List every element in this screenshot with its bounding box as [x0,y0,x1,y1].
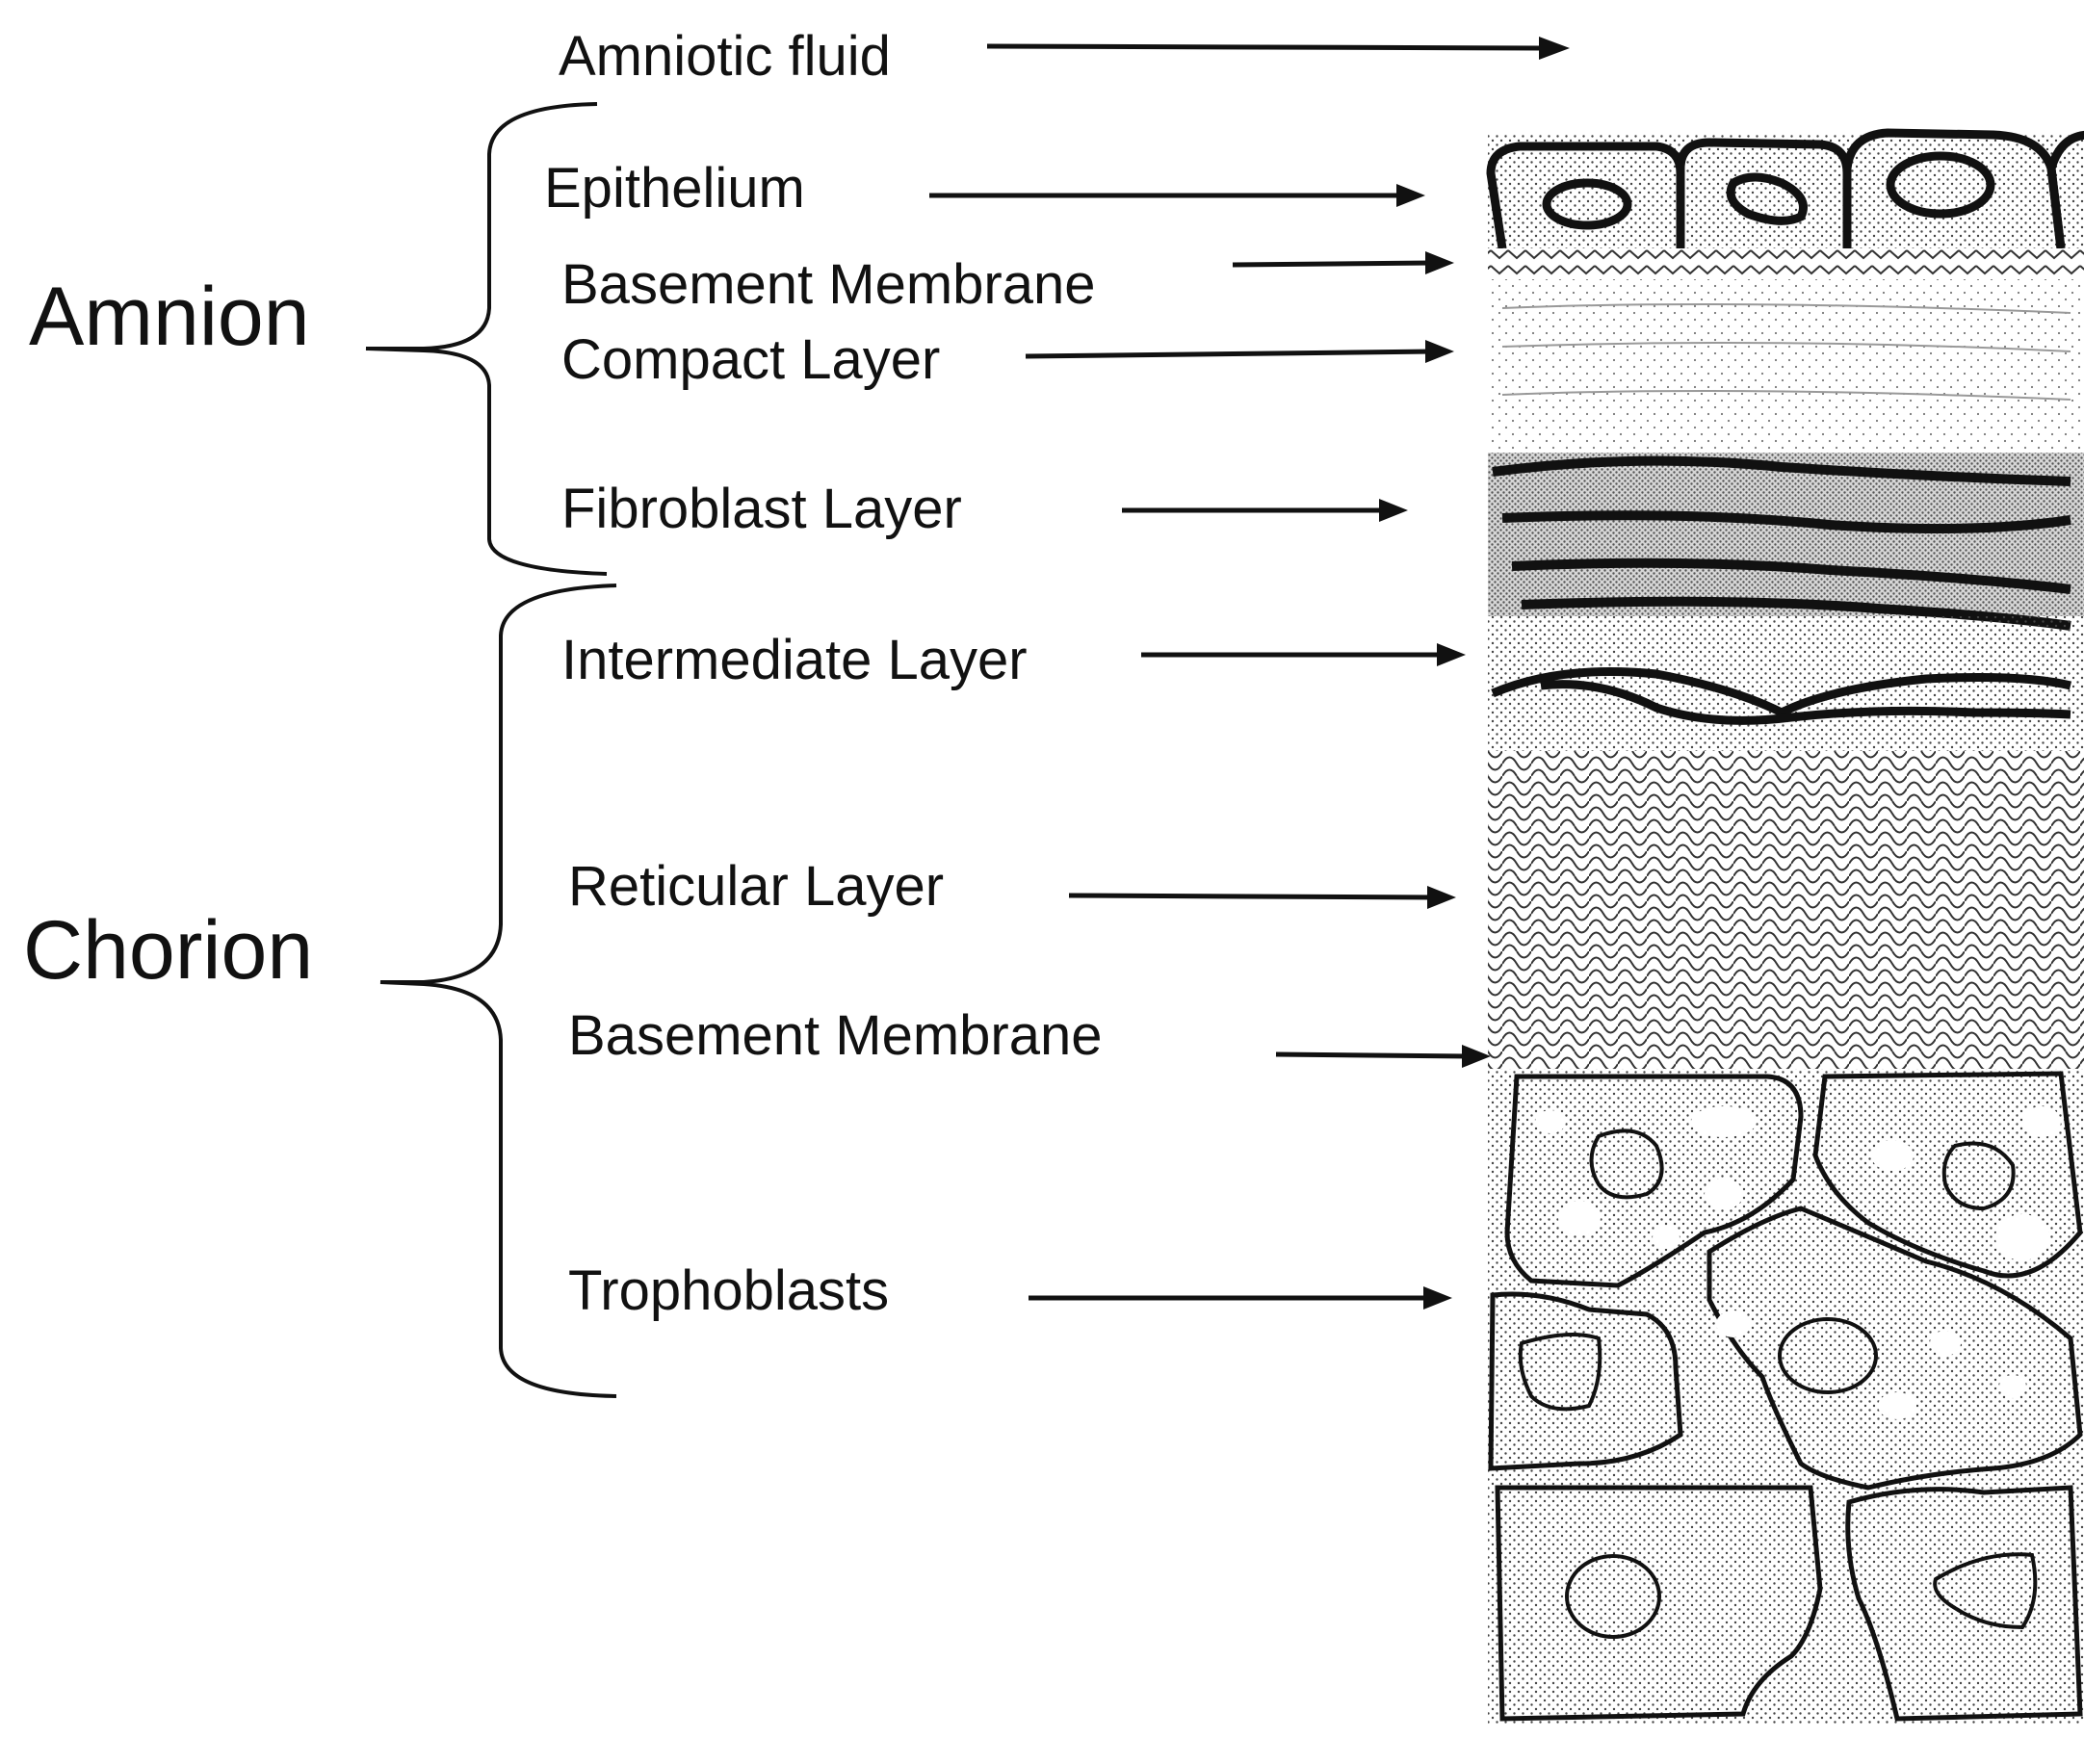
pointer-arrows [929,37,1570,1310]
arrowhead-basement-membrane-chorion [1462,1045,1491,1068]
intermediate-layer-label: Intermediate Layer [561,629,1028,691]
arrowhead-reticular-layer [1427,886,1456,909]
fibroblast-layer-label: Fibroblast Layer [561,478,962,540]
amnion-brace [365,102,608,576]
amnion-group-label: Amnion [29,271,310,363]
arrow-reticular-layer [1068,893,1436,900]
chorion-group-label: Chorion [23,904,313,997]
trophoblasts-layer [1488,1069,2084,1724]
basement-membrane-amnion-layer [1488,248,2084,279]
intermediate-layer-band [1488,616,2084,751]
arrowhead-epithelium [1396,184,1425,207]
arrowhead-trophoblasts [1423,1286,1452,1310]
arrowhead-basement-membrane-amnion [1425,251,1454,274]
epithelium-label: Epithelium [544,157,805,220]
fibroblast-layer-band [1488,453,2084,631]
basement-membrane-amnion-label: Basement Membrane [561,253,1095,316]
compact-layer-label: Compact Layer [561,328,940,391]
basement-membrane-chorion-label: Basement Membrane [568,1004,1102,1067]
trophoblasts-label: Trophoblasts [568,1259,889,1322]
arrow-basement-membrane-amnion [1232,260,1434,268]
epithelium-layer [1486,128,2084,250]
reticular-layer-label: Reticular Layer [568,855,944,918]
reticular-layer-band [1488,751,2084,1069]
arrowhead-intermediate-layer [1437,643,1466,666]
arrow-amniotic-fluid [986,43,1542,51]
arrow-compact-layer [1025,349,1434,359]
arrowhead-amniotic-fluid [1539,37,1570,60]
arrowhead-fibroblast-layer [1379,499,1408,522]
amniotic-fluid-label: Amniotic fluid [559,25,891,88]
arrowhead-compact-layer [1425,340,1454,363]
arrow-basement-membrane-chorion [1275,1051,1470,1059]
chorion-brace [379,584,617,1398]
compact-layer-band [1488,279,2084,453]
layer-column [1486,128,2084,1724]
